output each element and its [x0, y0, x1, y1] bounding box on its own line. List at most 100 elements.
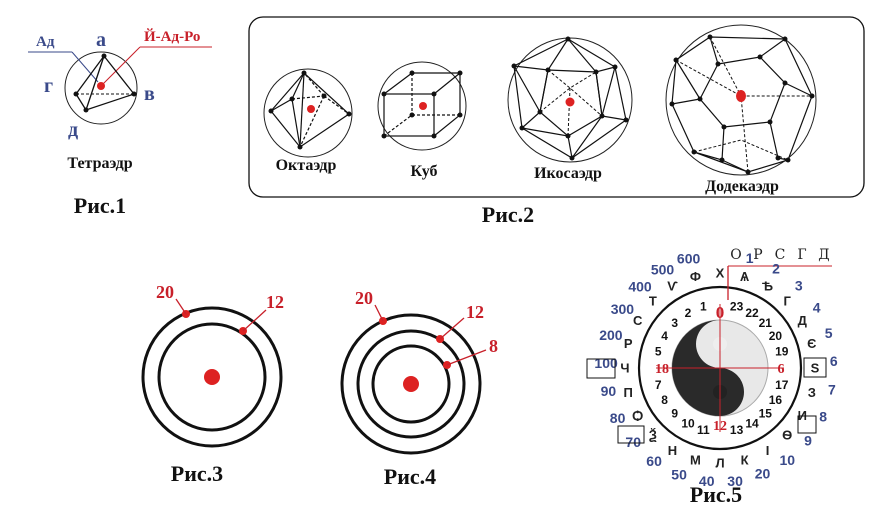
fig5-inner-number: 8	[661, 393, 668, 407]
dodecahedron-edge	[671, 98, 701, 105]
icosahedron-center-dot	[565, 97, 575, 107]
cube-vertex	[381, 133, 387, 139]
fig4-label-12: 12	[466, 302, 484, 322]
fig5-outer-number: 2	[772, 261, 780, 277]
cube-vertex	[457, 112, 463, 118]
cube-front-face	[383, 93, 435, 137]
fig5-glyph: Р	[624, 336, 633, 351]
fig5-glyph: Ѻ	[632, 408, 643, 423]
fig5-glyph: Г	[784, 293, 792, 308]
fig2-label-cube: Куб	[411, 163, 438, 180]
fig1-jadro-leader	[101, 46, 141, 86]
octahedron-vertex	[289, 96, 295, 102]
fig5-inner-number: 7	[655, 378, 662, 392]
fig2-octahedron: Октаэдр	[263, 68, 353, 174]
fig4-label-20: 20	[355, 288, 373, 308]
fig5-glyph: Ч	[620, 361, 629, 376]
octahedron-sphere	[263, 68, 353, 158]
fig5-caption: Рис.5	[690, 482, 742, 507]
fig3-outer-ring	[141, 306, 283, 448]
fig3-leader-20	[175, 298, 187, 315]
fig5-inner-number: 15	[759, 407, 773, 421]
fig1-caption: Рис.1	[74, 193, 126, 218]
fig4-center-dot	[403, 376, 419, 392]
fig5-outer-number: 6	[830, 353, 838, 369]
fig5-outer-number: 60	[646, 453, 662, 469]
fig5-outer-number: 4	[813, 300, 821, 316]
fig5-glyph: Ѕ	[811, 361, 820, 376]
fig5-outer-number: 20	[755, 466, 771, 482]
octahedron-edge	[299, 72, 305, 148]
fig1-vertex-g	[73, 91, 79, 97]
fig5-mark-top: 0	[716, 303, 725, 322]
fig1-vertex-v	[131, 91, 137, 97]
icosahedron-vertex	[537, 109, 543, 115]
fig1-label-jadro: Й-Ад-Ро	[144, 28, 200, 45]
dodecahedron-vertex	[719, 157, 725, 163]
fig1-face	[84, 54, 136, 112]
octahedron-vertex	[268, 108, 274, 114]
fig2-cube: Куб	[377, 61, 467, 180]
fig1-edge-gd	[75, 93, 87, 111]
fig5-inner-number: 5	[655, 345, 662, 359]
fig5-glyph: І	[766, 443, 770, 458]
fig5-box-9	[797, 415, 817, 434]
dodecahedron-hidden-edge	[675, 59, 812, 97]
fig2-label-dodecahedron: Додекаэдр	[705, 178, 779, 195]
cube-vertex	[409, 70, 415, 76]
fig2-label-octahedron: Октаэдр	[276, 157, 337, 174]
fig5-inner-number: 2	[685, 306, 692, 320]
fig5-inner-number: 16	[769, 393, 783, 407]
octahedron-hidden-edge	[299, 95, 325, 148]
fig5-top-letter: Г	[797, 247, 806, 263]
fig5-glyph: Т	[649, 293, 657, 308]
figure-2: Октаэдр Куб	[248, 16, 865, 227]
fig1-edge-ag	[75, 55, 105, 95]
fig5-glyph: Х	[716, 266, 725, 281]
fig5-glyph: М	[690, 452, 701, 467]
fig5-box-60	[617, 425, 645, 444]
fig5-glyph: Ѳ	[782, 428, 792, 443]
dodecahedron-vertex	[715, 61, 721, 67]
fig1-label-g: г	[44, 75, 53, 97]
fig5-outer-number: 10	[780, 452, 796, 468]
octahedron-edge	[270, 98, 293, 112]
fig5-inner-number: 17	[775, 378, 789, 392]
octahedron-hidden-edge	[303, 72, 325, 97]
dodecahedron-vertex	[782, 36, 788, 42]
fig1-label-d: д	[68, 119, 78, 141]
icosahedron-vertex	[545, 67, 551, 73]
octahedron-edge	[291, 98, 301, 148]
fig5-ring	[637, 285, 803, 451]
fig3-label-12: 12	[266, 292, 284, 312]
fig5-outer-number: 400	[628, 279, 652, 295]
dodecahedron-vertex	[757, 54, 763, 60]
fig5-mark-bottom: 12	[713, 419, 727, 434]
icosahedron-edge	[567, 38, 616, 73]
fig1-label-a: а	[96, 29, 106, 51]
dodecahedron-hidden-edge	[693, 139, 789, 161]
cube-vertex	[457, 70, 463, 76]
octahedron-vertex	[297, 144, 303, 150]
fig5-glyph: Ѧ	[739, 269, 749, 284]
octahedron-edge	[291, 72, 305, 100]
fig5-glyph: Ф	[690, 269, 701, 284]
figure-1: Ад а Й-Ад-Ро г в д Тетраэдр Рис.1	[28, 28, 212, 218]
fig5-inner-number: 14	[745, 417, 759, 431]
octahedron-vertex	[346, 111, 352, 117]
fig5-glyph: К	[741, 452, 749, 467]
fig5-outer-number: 500	[651, 262, 675, 278]
dodecahedron-vertex	[721, 124, 727, 130]
icosahedron-vertex	[569, 155, 575, 161]
icosahedron-vertex	[565, 133, 571, 139]
dodecahedron-edge	[675, 59, 701, 100]
fig5-glyph: Ѯ	[649, 428, 657, 443]
fig2-frame	[248, 16, 865, 198]
cube-vertex	[381, 91, 387, 97]
figure-3: 20 12 Рис.3	[141, 282, 284, 486]
fig1-label-v: в	[144, 83, 155, 105]
